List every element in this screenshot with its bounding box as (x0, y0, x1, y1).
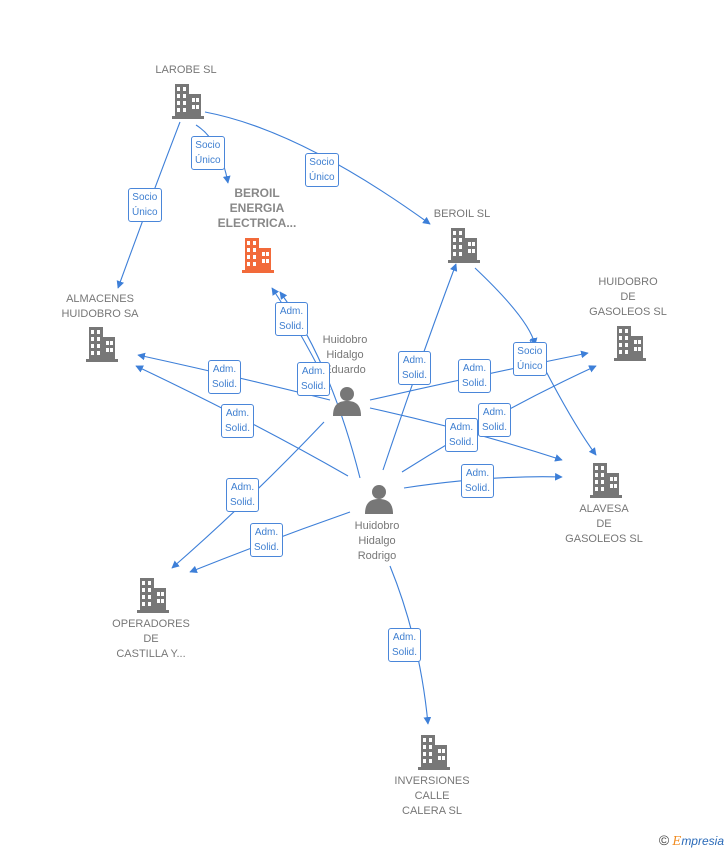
almacenes-building-icon[interactable] (86, 327, 118, 362)
edge-label-socio-unico: Socio Único (305, 153, 339, 187)
edge-label-adm-solid: Adm. Solid. (226, 478, 260, 512)
larobe-label[interactable]: LAROBE SL (155, 64, 217, 76)
copyright-symbol: © (658, 832, 670, 848)
edge-label-adm-solid: Adm. Solid. (461, 464, 495, 498)
eduardo-label[interactable]: Huidobro Hidalgo Eduardo (322, 334, 368, 376)
edge-label-adm-solid: Adm. Solid. (208, 360, 242, 394)
huidobro-gasoleos-building-icon[interactable] (614, 326, 646, 361)
larobe-building-icon[interactable] (172, 84, 204, 119)
edge-label-socio-unico: Socio Único (513, 342, 547, 376)
inversiones-label[interactable]: INVERSIONES CALLE CALERA SL (394, 775, 470, 817)
empresia-logo[interactable]: © Empresia (659, 832, 724, 848)
edge-label-adm-solid: Adm. Solid. (398, 351, 432, 385)
rodrigo-label[interactable]: Huidobro Hidalgo Rodrigo (354, 520, 400, 562)
edge-label-adm-solid: Adm. Solid. (458, 359, 492, 393)
logo-text: mpresia (681, 834, 724, 848)
beroil-building-icon[interactable] (448, 228, 480, 263)
edge-label-adm-solid: Adm. Solid. (275, 302, 309, 336)
edge-label-adm-solid: Adm. Solid. (478, 403, 512, 437)
edge-label-socio-unico: Socio Único (191, 136, 225, 170)
edge-larobe-beroil (204, 111, 431, 225)
alavesa-building-icon[interactable] (590, 463, 622, 498)
beroil-label[interactable]: BEROIL SL (433, 208, 491, 220)
edge-label-adm-solid: Adm. Solid. (388, 628, 422, 662)
edge-label-adm-solid: Adm. Solid. (250, 523, 284, 557)
rodrigo-person-icon[interactable] (365, 485, 393, 514)
beroil-energia-label[interactable]: BEROIL ENERGIA ELECTRICA... (217, 186, 297, 230)
edge-label-adm-solid: Adm. Solid. (445, 418, 479, 452)
almacenes-label[interactable]: ALMACENES HUIDOBRO SA (61, 293, 139, 320)
inversiones-building-icon[interactable] (418, 735, 450, 770)
huidobro-gasoleos-label[interactable]: HUIDOBRO DE GASOLEOS SL (589, 276, 667, 318)
alavesa-label[interactable]: ALAVESA DE GASOLEOS SL (565, 503, 643, 545)
edge-label-adm-solid: Adm. Solid. (221, 404, 255, 438)
logo-initial: E (672, 834, 682, 848)
operadores-building-icon[interactable] (137, 578, 169, 613)
operadores-label[interactable]: OPERADORES DE CASTILLA Y... (112, 618, 190, 660)
beroil-energia-building-icon[interactable] (242, 238, 274, 273)
edge-label-socio-unico: Socio Único (128, 188, 162, 222)
edge-beroil-huidobro-gasoleos (474, 267, 538, 346)
edge-label-adm-solid: Adm. Solid. (297, 362, 331, 396)
eduardo-person-icon[interactable] (333, 387, 361, 416)
